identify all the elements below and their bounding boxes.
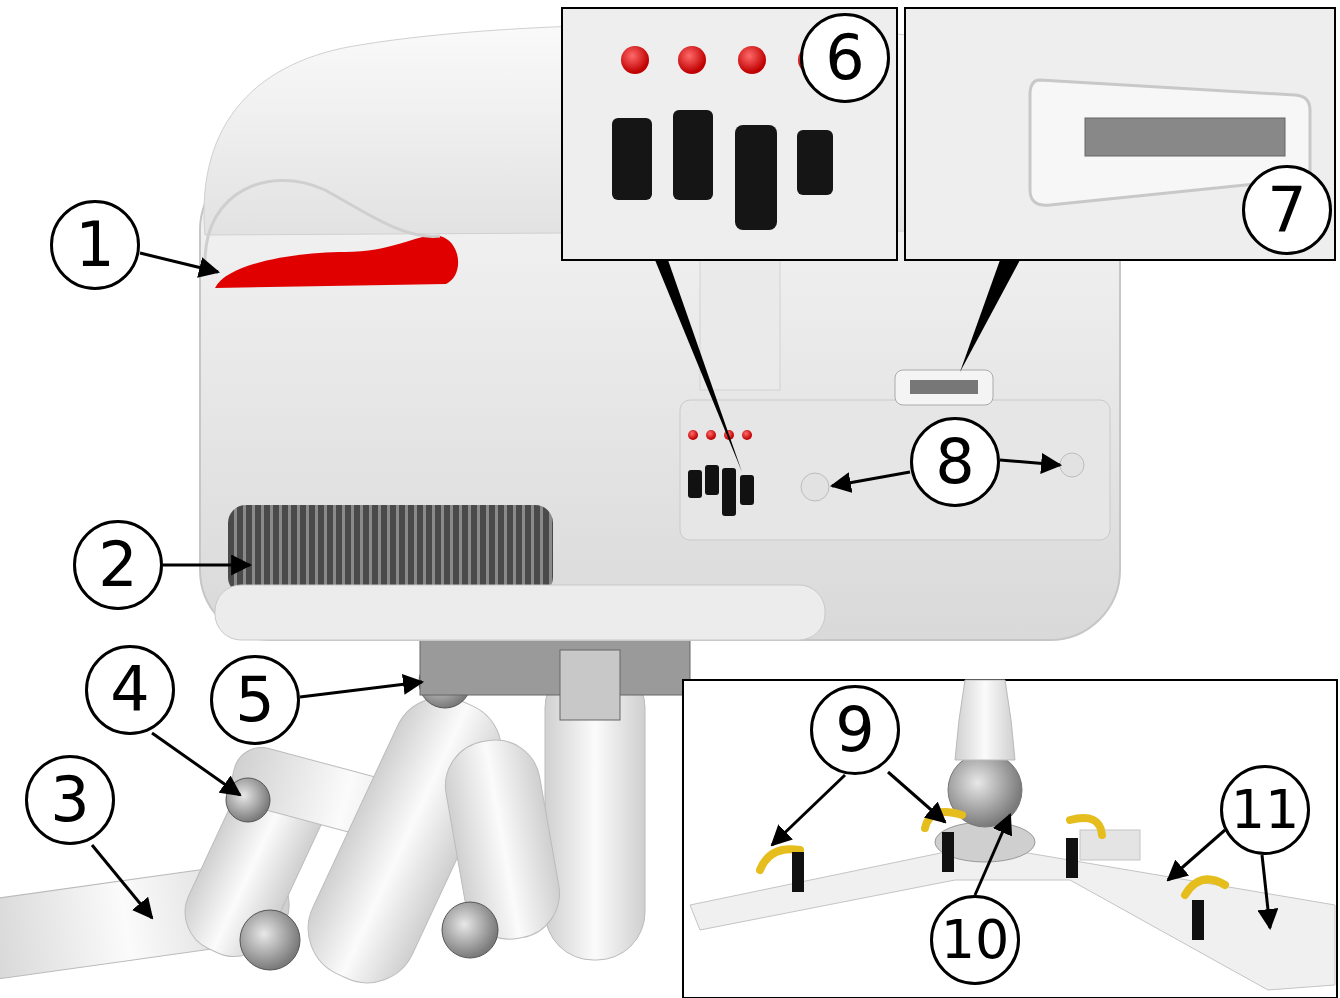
tripod-arm	[1080, 830, 1140, 860]
led	[688, 430, 698, 440]
leader-arrow	[888, 772, 945, 822]
switch	[740, 475, 754, 505]
leader-arrow	[140, 253, 218, 272]
inset-frame	[905, 8, 1335, 260]
leader-arrow	[1000, 460, 1060, 465]
connector-pins	[910, 380, 978, 394]
clamp-handle	[1185, 879, 1225, 895]
visor	[215, 235, 458, 288]
leader-arrow	[832, 472, 910, 486]
inset-switches	[562, 8, 897, 472]
inset-frame	[683, 680, 1337, 998]
joint	[240, 910, 300, 970]
connector-pins	[1085, 118, 1285, 156]
callout-number: 5	[235, 669, 274, 731]
side-panel	[680, 400, 1110, 540]
callout-circle: 4	[85, 645, 175, 735]
inset-connector	[905, 8, 1335, 372]
leg-segment	[955, 680, 1015, 760]
led	[706, 430, 716, 440]
grille	[228, 505, 553, 595]
leader-arrow	[163, 564, 250, 567]
callout-circle: 5	[210, 655, 300, 745]
clamp-handle	[1070, 818, 1102, 835]
callout-circle: 11	[1220, 765, 1310, 855]
switch	[688, 470, 702, 498]
tripod-foot	[690, 850, 1335, 990]
switch	[705, 465, 719, 495]
clamp	[1066, 838, 1078, 878]
inset-frame	[562, 8, 897, 260]
switch	[797, 130, 833, 195]
legs	[0, 640, 690, 998]
clamp	[792, 852, 804, 892]
leader-arrow	[1262, 855, 1270, 928]
led	[678, 46, 706, 74]
callout-circle: 6	[800, 13, 890, 103]
leader-arrow	[975, 815, 1010, 895]
connector-port	[895, 370, 993, 405]
leader-arrow	[1168, 830, 1225, 880]
callout-circle: 10	[930, 895, 1020, 985]
callout-circle: 2	[73, 520, 163, 610]
clamp	[1192, 900, 1204, 940]
neck-mechanism	[560, 650, 620, 720]
callout-number: 3	[50, 769, 89, 831]
callout-number: 4	[110, 659, 149, 721]
callout-circle: 3	[25, 755, 115, 845]
leader-wedge	[960, 260, 1020, 372]
joint	[226, 778, 270, 822]
callout-number: 7	[1267, 179, 1306, 241]
leader-arrow	[300, 682, 422, 697]
callout-number: 2	[98, 534, 137, 596]
leader-arrow	[92, 845, 152, 918]
led	[621, 46, 649, 74]
dome-edge	[205, 181, 440, 262]
switch	[673, 110, 713, 200]
callout-number: 9	[835, 699, 874, 761]
callout-number: 1	[75, 214, 114, 276]
switch	[722, 468, 736, 516]
callout-circle: 8	[910, 417, 1000, 507]
callout-circle: 7	[1242, 165, 1332, 255]
leader-wedge	[655, 260, 742, 472]
switch	[735, 125, 777, 230]
led	[742, 430, 752, 440]
leader-arrow	[152, 733, 240, 795]
callout-circle: 1	[50, 200, 140, 290]
panel-recess	[700, 250, 780, 390]
joint	[442, 902, 498, 958]
callout-number: 6	[825, 27, 864, 89]
button	[1060, 453, 1084, 477]
leader-lines	[92, 253, 1270, 928]
callout-circle: 9	[810, 685, 900, 775]
led	[738, 46, 766, 74]
leader-arrow	[772, 775, 845, 845]
callout-number: 11	[1231, 783, 1300, 837]
callout-number: 8	[935, 431, 974, 493]
switch	[612, 118, 652, 200]
callout-number: 10	[941, 913, 1010, 967]
button	[801, 473, 829, 501]
clamp	[942, 832, 954, 872]
neck-mechanism	[420, 640, 690, 695]
bottom-lip	[215, 585, 825, 640]
inset-foot	[683, 680, 1337, 998]
